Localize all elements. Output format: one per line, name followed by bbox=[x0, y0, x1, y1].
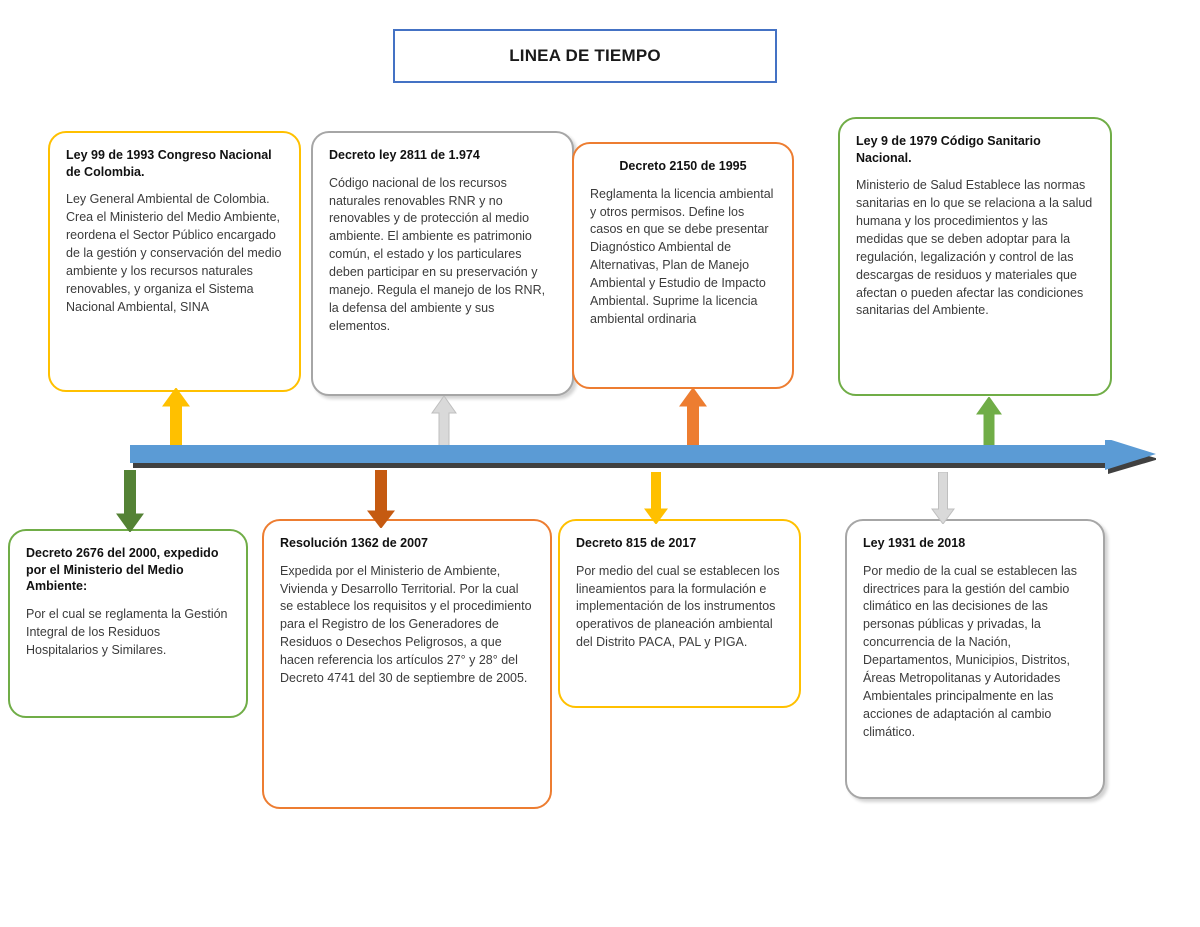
timeline-axis bbox=[130, 440, 1156, 480]
connector-arrow-up-ley-99-1993 bbox=[162, 388, 190, 454]
event-heading: Decreto ley 2811 de 1.974 bbox=[329, 148, 480, 162]
event-body: Por el cual se reglamenta la Gestión Int… bbox=[26, 606, 228, 657]
connector-arrow-down-resolucion-1362-2007 bbox=[367, 470, 395, 528]
event-body: Ministerio de Salud Establece las normas… bbox=[856, 178, 1093, 318]
event-card-decreto-ley-2811-1974: Decreto ley 2811 de 1.974 Código naciona… bbox=[311, 131, 574, 396]
event-card-decreto-2676-2000: Decreto 2676 del 2000, expedido por el M… bbox=[8, 529, 248, 718]
event-body: Reglamenta la licencia ambiental y otros… bbox=[590, 186, 774, 326]
event-card-decreto-2150-1995: Decreto 2150 de 1995 Reglamenta la licen… bbox=[572, 142, 794, 389]
event-heading: Resolución 1362 de 2007 bbox=[280, 536, 428, 550]
event-card-ley-1931-2018: Ley 1931 de 2018 Por medio de la cual se… bbox=[845, 519, 1105, 799]
event-heading: Ley 1931 de 2018 bbox=[863, 536, 966, 550]
event-heading: Decreto 2676 del 2000, expedido por el M… bbox=[26, 546, 219, 594]
event-card-decreto-815-2017: Decreto 815 de 2017 Por medio del cual s… bbox=[558, 519, 801, 708]
connector-arrow-down-ley-1931-2018 bbox=[931, 472, 955, 524]
event-body: Por medio de la cual se establecen las d… bbox=[863, 563, 1078, 739]
page-title: LINEA DE TIEMPO bbox=[509, 46, 661, 65]
connector-arrow-up-decreto-2150-1995 bbox=[679, 388, 707, 454]
event-heading: Decreto 2150 de 1995 bbox=[619, 159, 747, 173]
event-body: Por medio del cual se establecen los lin… bbox=[576, 563, 780, 650]
event-body: Código nacional de los recursos naturale… bbox=[329, 175, 546, 333]
connector-arrow-up-ley-9-1979 bbox=[976, 397, 1002, 454]
event-card-ley-99-1993: Ley 99 de 1993 Congreso Nacional de Colo… bbox=[48, 131, 301, 392]
event-body: Expedida por el Ministerio de Ambiente, … bbox=[280, 563, 532, 685]
event-body: Ley General Ambiental de Colombia. Crea … bbox=[66, 192, 282, 314]
diagram-title-box: LINEA DE TIEMPO bbox=[393, 29, 777, 83]
event-card-resolucion-1362-2007: Resolución 1362 de 2007 Expedida por el … bbox=[262, 519, 552, 809]
connector-arrow-down-decreto-2676-2000 bbox=[116, 470, 144, 532]
connector-arrow-down-decreto-815-2017 bbox=[644, 472, 668, 524]
event-heading: Ley 99 de 1993 Congreso Nacional de Colo… bbox=[66, 148, 272, 179]
event-card-ley-9-1979: Ley 9 de 1979 Código Sanitario Nacional.… bbox=[838, 117, 1112, 396]
connector-arrow-up-decreto-ley-2811-1974 bbox=[431, 396, 457, 454]
event-heading: Decreto 815 de 2017 bbox=[576, 536, 697, 550]
event-heading: Ley 9 de 1979 Código Sanitario Nacional. bbox=[856, 134, 1041, 165]
